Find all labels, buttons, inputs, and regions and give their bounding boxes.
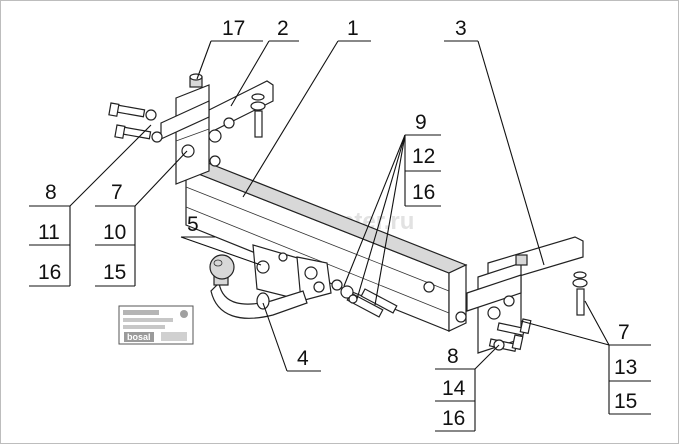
callout-10: 10 (103, 221, 126, 244)
callout-16-left: 16 (38, 261, 61, 284)
callout-7-right: 7 (618, 321, 630, 344)
id-plate: bosal (118, 305, 194, 345)
right-vertical-bolt (572, 271, 588, 316)
callout-17: 17 (222, 17, 245, 40)
tow-ball (209, 254, 235, 280)
callout-5: 5 (187, 213, 199, 236)
main-cross-beam (184, 160, 468, 332)
callout-9: 9 (415, 111, 427, 134)
callout-16-mid: 16 (412, 181, 435, 204)
callout-8-left: 8 (45, 181, 57, 204)
callout-14: 14 (442, 377, 466, 400)
callout-3: 3 (455, 17, 467, 40)
centre-bolt-set (331, 279, 398, 318)
callout-11: 11 (38, 221, 60, 244)
callout-15-left: 15 (103, 261, 126, 284)
callout-15-right: 15 (614, 390, 637, 413)
callout-13: 13 (614, 356, 637, 379)
left-upper-bolt (108, 102, 157, 121)
callout-8-right: 8 (447, 345, 459, 368)
plate-brand: bosal (127, 332, 151, 342)
callout-16-right: 16 (442, 407, 465, 430)
left-top-nut (189, 73, 203, 88)
callout-7-left: 7 (111, 181, 123, 204)
mounting-plate (252, 244, 332, 302)
callout-4: 4 (297, 347, 309, 370)
left-lower-bolt (114, 124, 163, 143)
left-vertical-bolt (250, 93, 266, 138)
right-top-nut (515, 254, 528, 266)
callout-12: 12 (412, 145, 435, 168)
leader-lines (29, 40, 651, 432)
callout-2: 2 (277, 17, 289, 40)
callout-1: 1 (347, 17, 359, 40)
